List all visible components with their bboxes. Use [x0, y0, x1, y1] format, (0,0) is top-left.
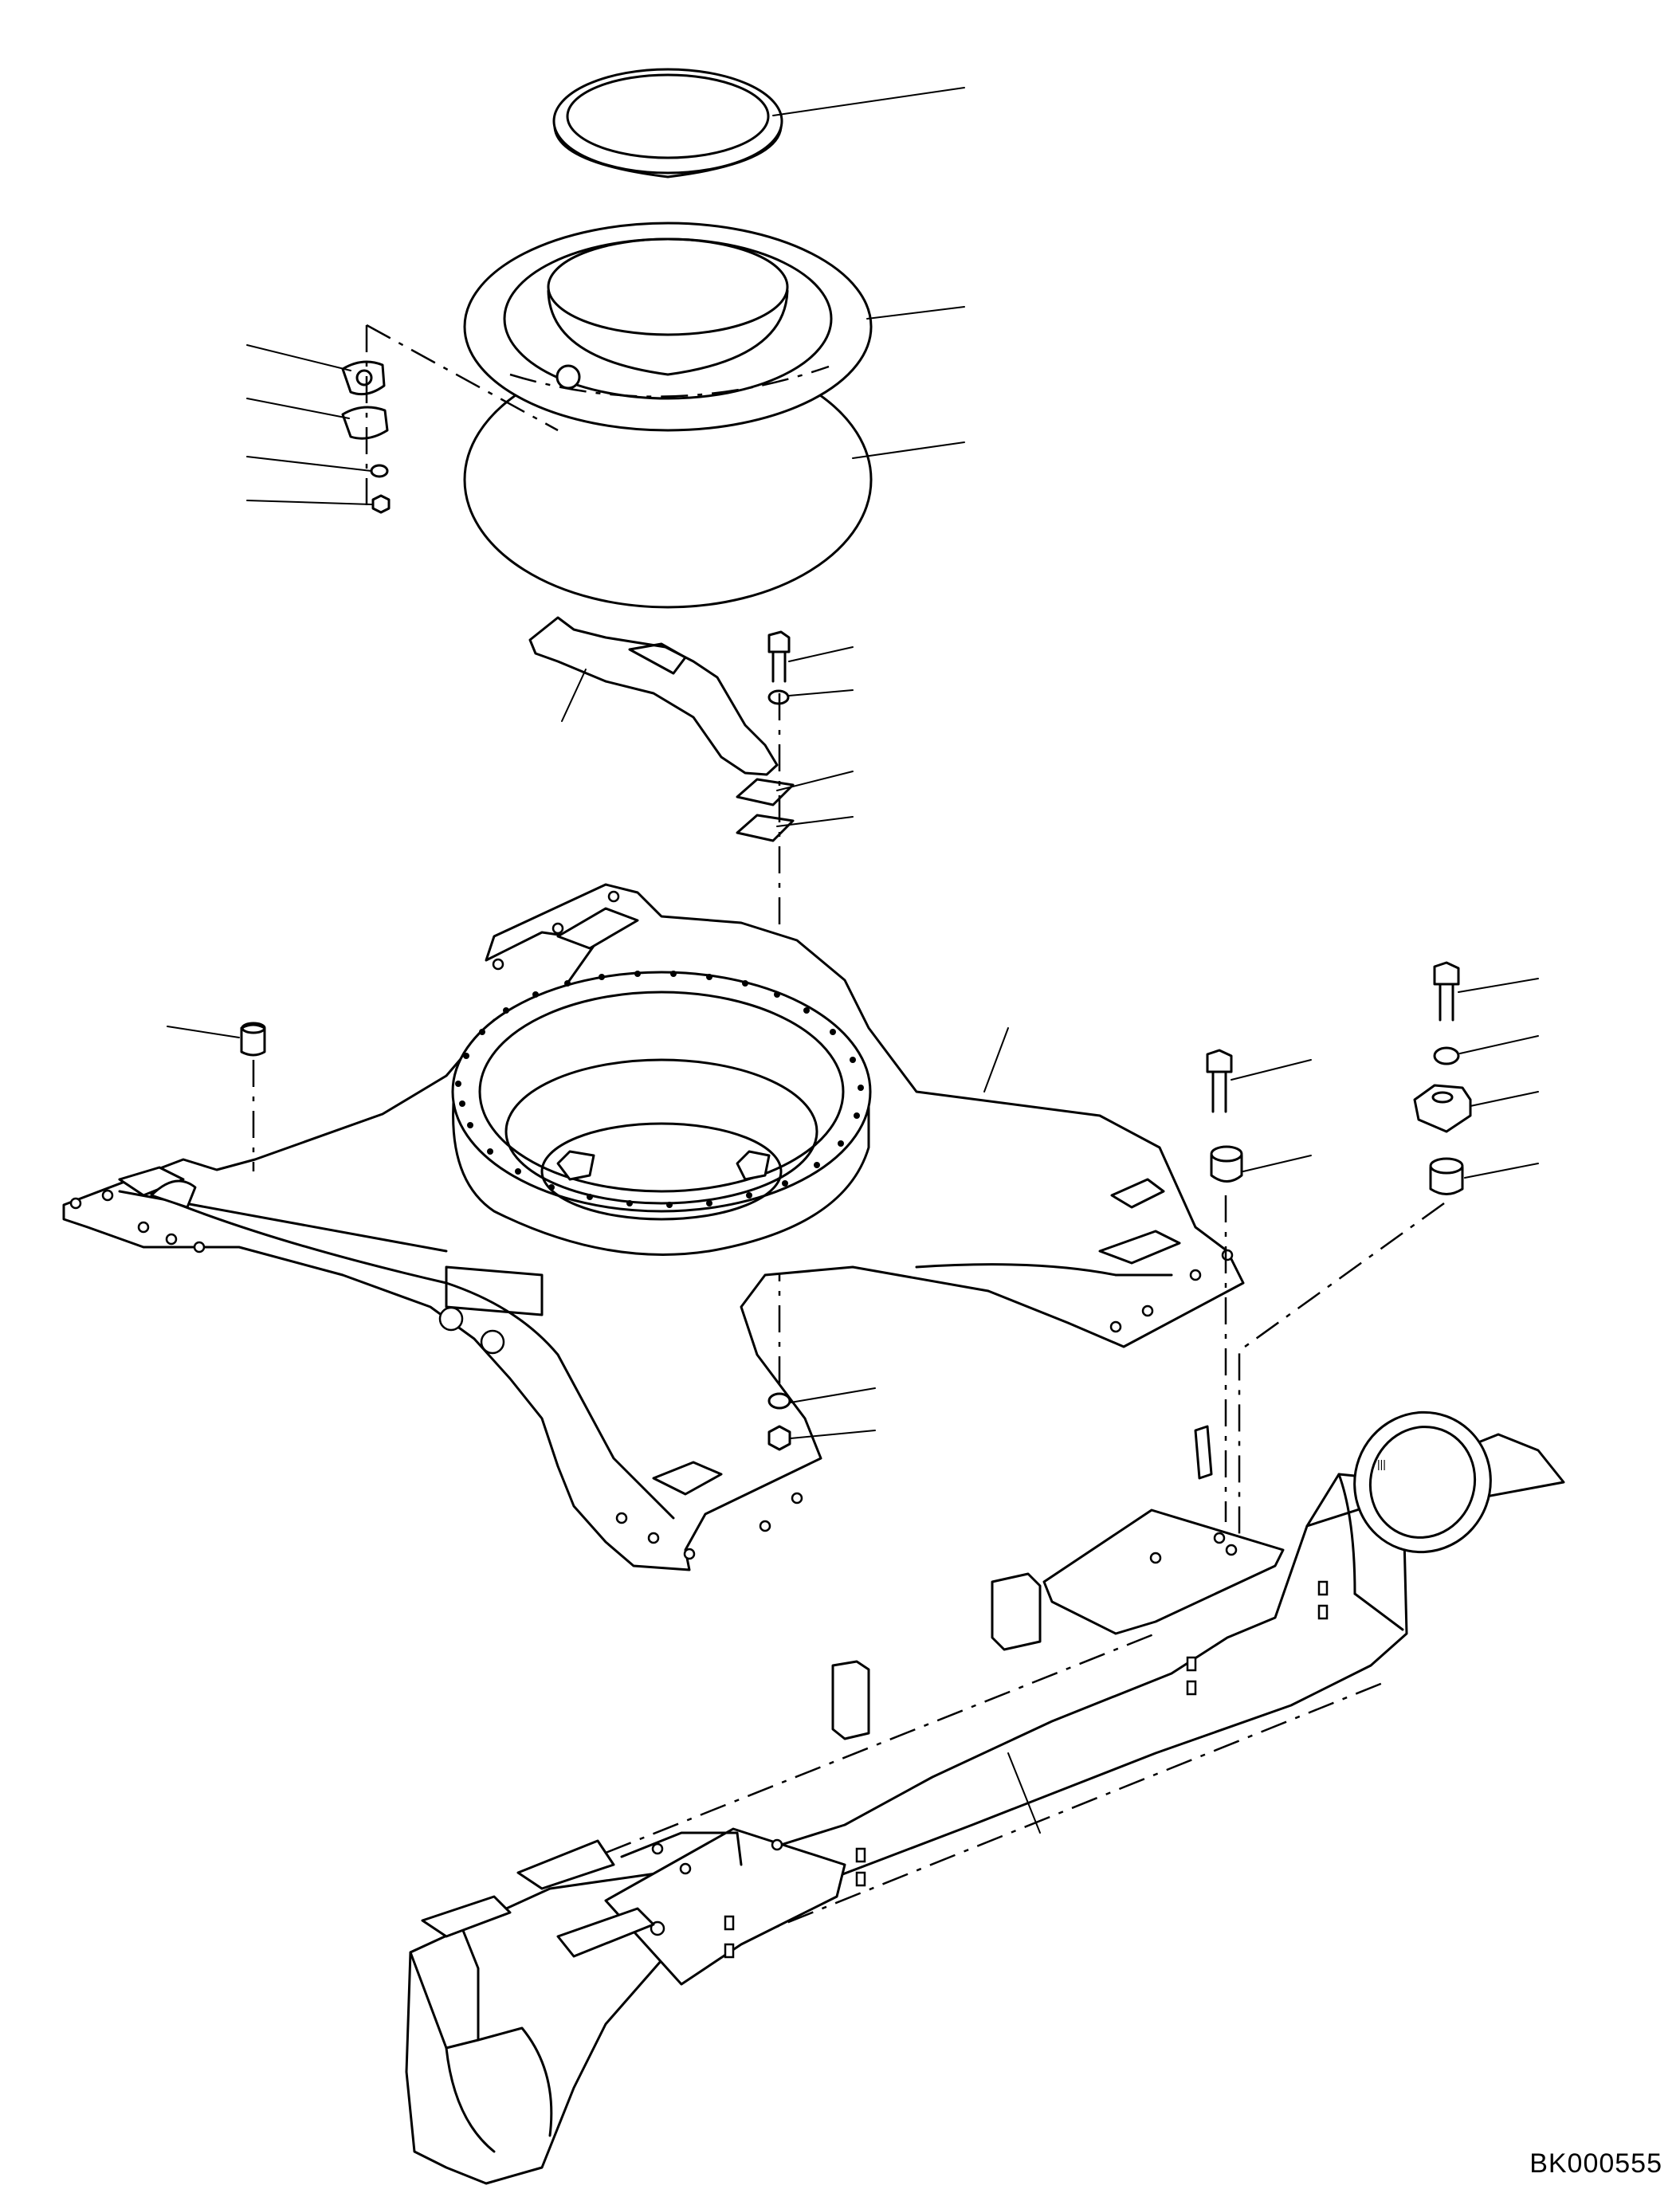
- retainer-block: [1413, 1084, 1472, 1133]
- swing-circle: [451, 971, 872, 1256]
- nut: [371, 494, 391, 514]
- shim-2: [736, 814, 795, 842]
- track-frame: [405, 1410, 1565, 2185]
- ring-bolt-holes: [455, 971, 864, 1208]
- ring-mark: |||: [1377, 1457, 1386, 1470]
- bolt-3: [1433, 961, 1460, 1022]
- leader-lines-right: [1231, 978, 1539, 1179]
- nut-2: [767, 1425, 791, 1451]
- spacer-2: [1429, 1157, 1464, 1195]
- leader-lines-mid: [167, 646, 854, 1038]
- seal-ring: [552, 68, 783, 179]
- cover-plate: [341, 360, 386, 396]
- spacer-1: [1210, 1145, 1243, 1183]
- drawing-code: BK000555: [1529, 2148, 1662, 2179]
- bolt-1: [767, 630, 791, 683]
- bolt-2: [1206, 1049, 1233, 1113]
- leader-frame: [983, 1027, 1009, 1093]
- leader-lines-top: [246, 87, 965, 505]
- plug: [240, 1022, 266, 1057]
- centerline-cover-2: [366, 324, 559, 432]
- leader-lines-lower: [790, 1387, 876, 1439]
- beam-holes: [650, 1532, 1329, 1959]
- gasket: [341, 406, 389, 440]
- shim-1: [736, 778, 795, 806]
- leader-track-frame: [1007, 1752, 1041, 1834]
- washer-4: [1433, 1046, 1460, 1065]
- bracket: [528, 616, 779, 776]
- swivel-cover: [463, 222, 873, 609]
- washer-3: [767, 1392, 791, 1410]
- washer: [370, 464, 389, 478]
- centerline-right-2: [1238, 1202, 1445, 1546]
